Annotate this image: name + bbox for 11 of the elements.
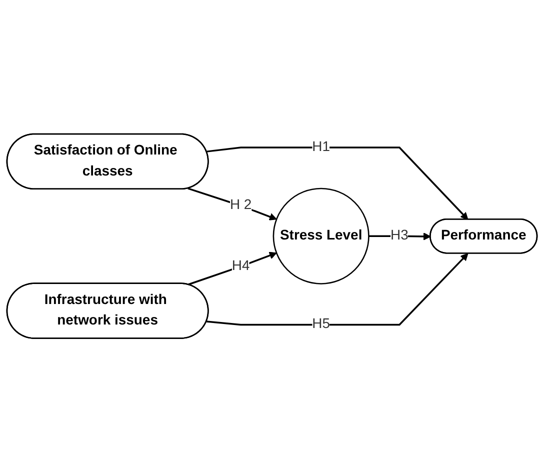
edge-label: H 2 (230, 198, 252, 214)
edge-label: H4 (232, 259, 250, 274)
arrow (188, 252, 277, 286)
arrow (368, 233, 431, 241)
edge-label: H5 (312, 317, 330, 332)
node-circle: Stress Level (272, 188, 370, 285)
arrow (206, 254, 468, 326)
arrow (188, 188, 277, 221)
arrow (206, 147, 468, 220)
edge-label: H3 (390, 228, 408, 244)
edge-label: H1 (312, 140, 330, 155)
